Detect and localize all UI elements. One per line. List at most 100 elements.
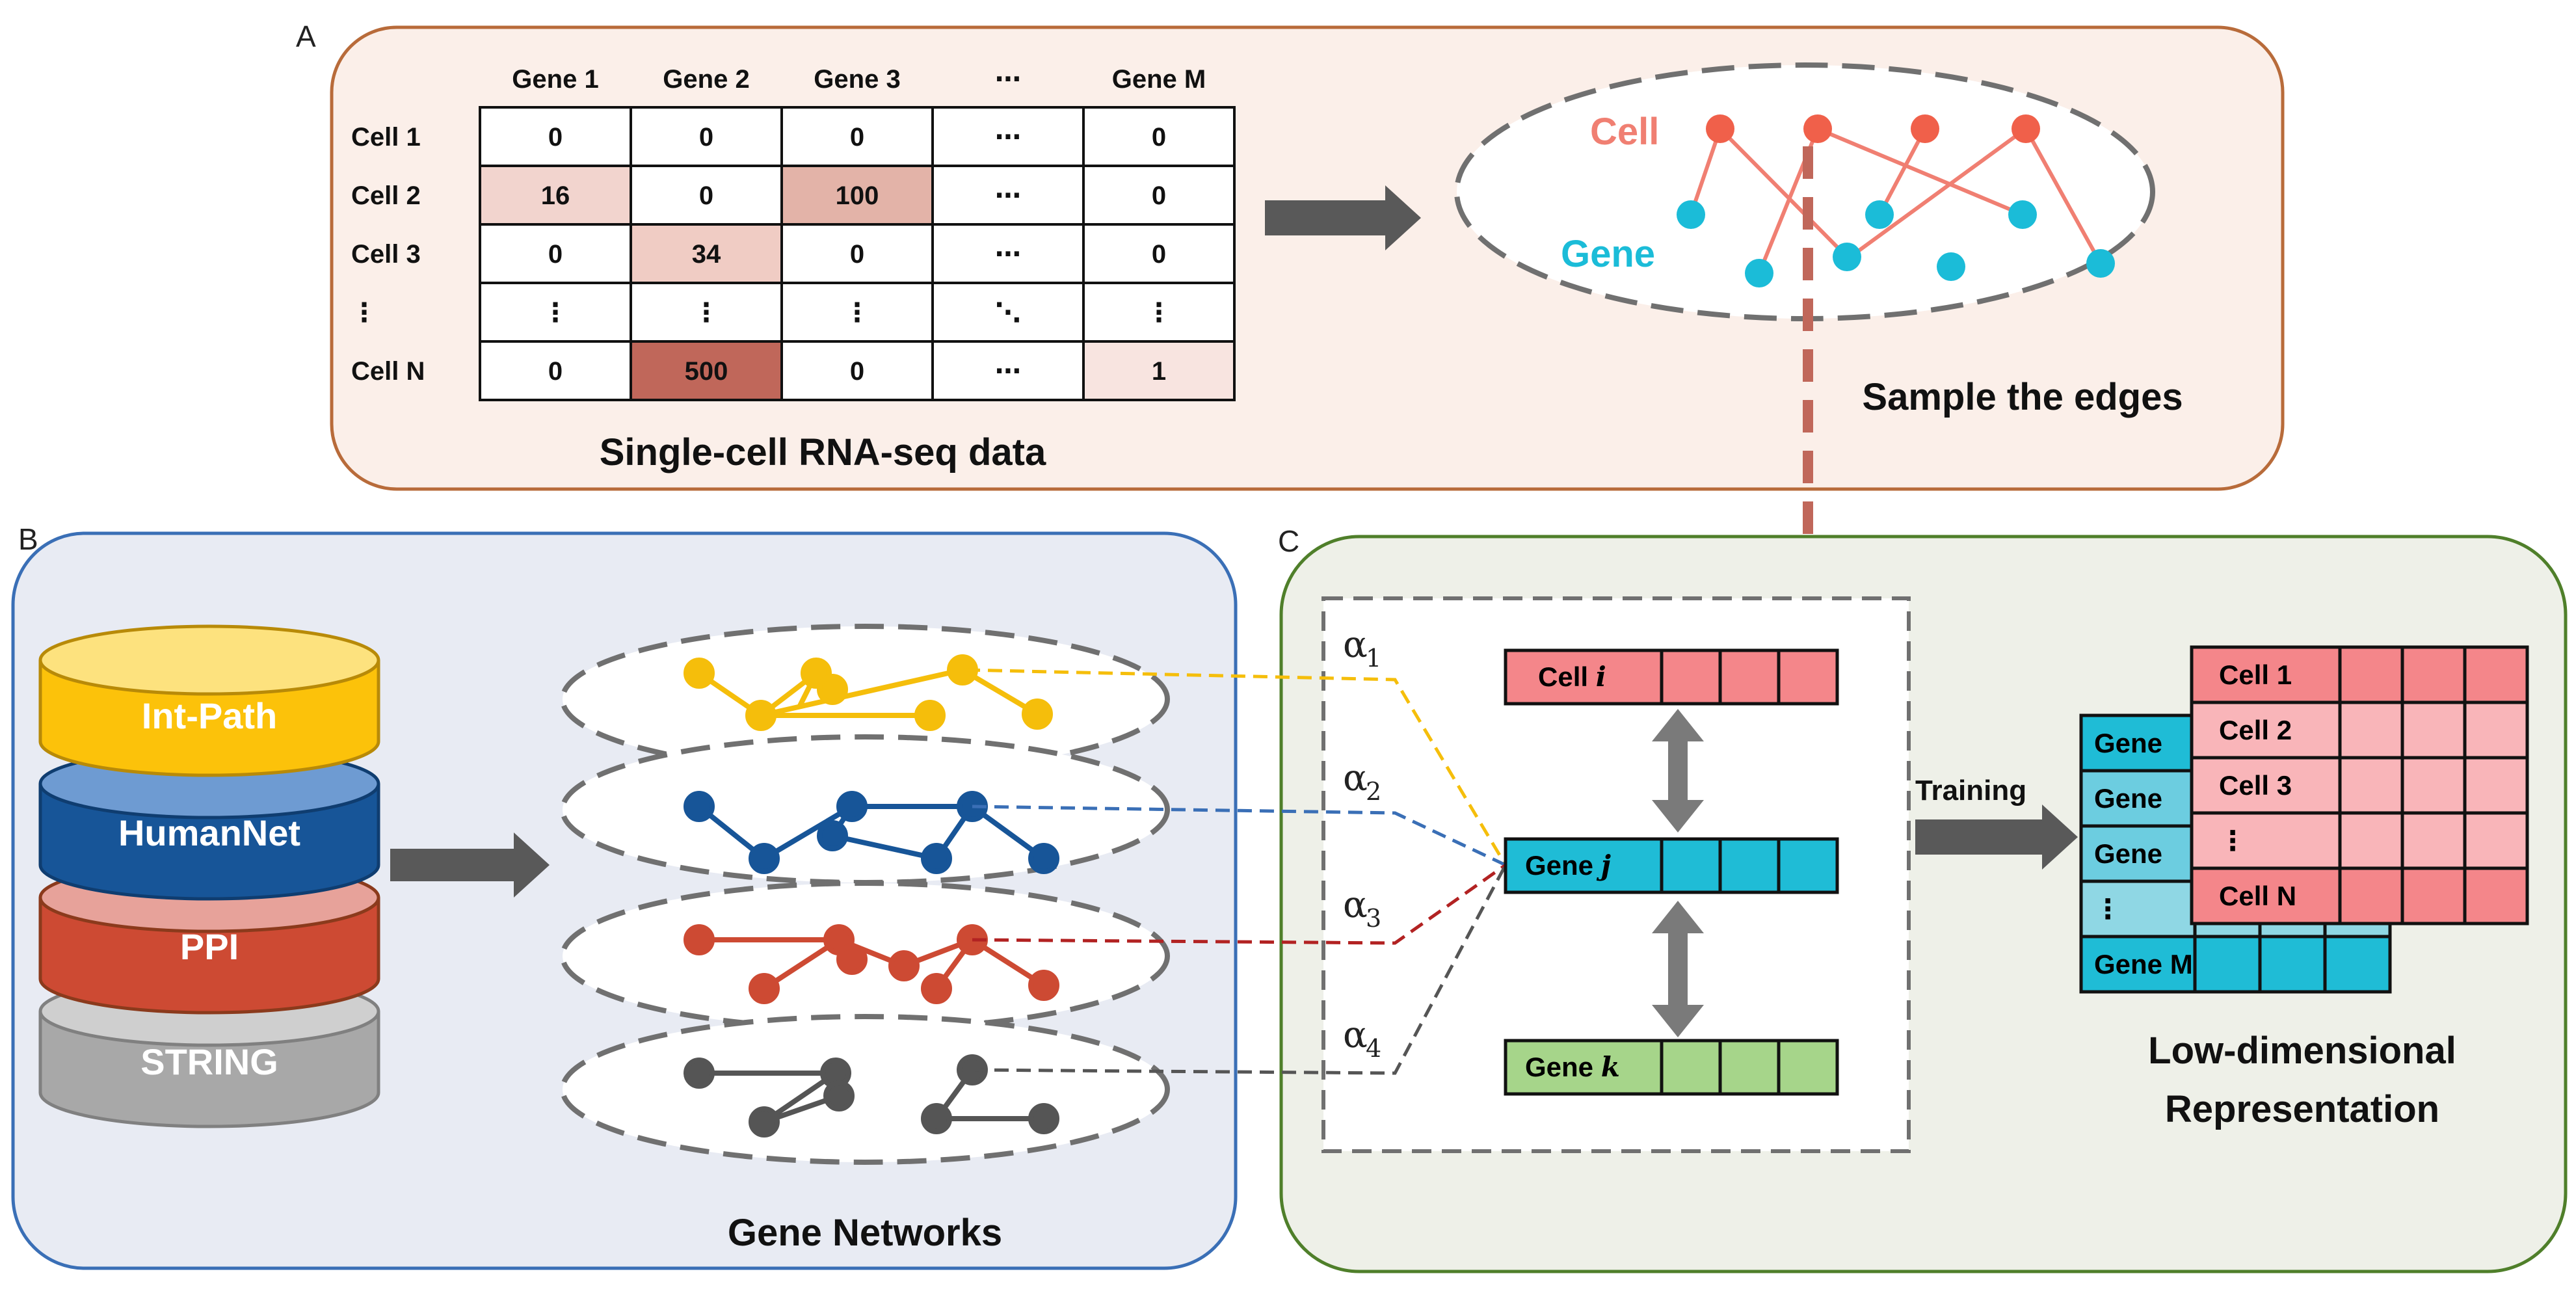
panel-a-letter: A xyxy=(296,20,316,53)
cell-matrix-cell xyxy=(2338,700,2404,760)
matrix-col-header: Gene 1 xyxy=(512,65,598,94)
cell-matrix-cell xyxy=(2338,645,2404,704)
db-to-network-arrow xyxy=(390,832,550,898)
cell-matrix-label-cell xyxy=(2190,866,2342,925)
matrix-cell-value: 0 xyxy=(850,123,864,152)
matrix-cell-value: 1 xyxy=(1152,357,1166,386)
matrix-cell-value: 16 xyxy=(541,181,570,210)
gene-matrix-label: ⋮ xyxy=(2094,894,2121,924)
sample-edges-label: Sample the edges xyxy=(1862,376,2183,418)
svg-text:4: 4 xyxy=(1366,1034,1381,1063)
db-ppi-label: PPI xyxy=(180,926,239,967)
gene-matrix-label-cell xyxy=(2079,879,2197,938)
matrix-row-header: ⋮ xyxy=(351,299,377,327)
cell-matrix-cell xyxy=(2338,756,2404,815)
representation-caption-line1: Low-dimensional xyxy=(2148,1030,2456,1072)
matrix-row-header: Cell N xyxy=(351,357,425,386)
matrix-cell-value: ⋮ xyxy=(542,299,568,327)
matrix-cell-value: ⋯ xyxy=(995,357,1021,386)
matrix-cell-value: 34 xyxy=(692,240,721,269)
matrix-cell xyxy=(630,223,783,284)
network-humannet xyxy=(684,791,1059,874)
matrix-col-header: Gene M xyxy=(1112,65,1206,94)
gene-matrix-label-cell xyxy=(2079,713,2197,773)
matrix-cell-value: 0 xyxy=(548,357,563,386)
gene-matrix-cell xyxy=(2323,935,2392,994)
cell-matrix-cell xyxy=(2338,866,2404,925)
cell-matrix-label-cell xyxy=(2190,756,2342,815)
cell-matrix-label: ⋮ xyxy=(2219,825,2246,856)
svg-text:α: α xyxy=(1343,624,1368,666)
gene-matrix-cell xyxy=(2258,935,2327,994)
matrix-cell xyxy=(780,223,934,284)
matrix-cell xyxy=(780,282,934,343)
matrix-col-header: Gene 2 xyxy=(663,65,749,94)
scrna-caption: Single-cell RNA-seq data xyxy=(600,431,1046,473)
matrix-cell-value: ⋯ xyxy=(995,240,1021,269)
matrix-cell-value: 0 xyxy=(548,240,563,269)
matrix-cell xyxy=(931,340,1085,401)
matrix-cell xyxy=(630,340,783,401)
matrix-cell xyxy=(780,106,934,167)
db-intpath-label: Int-Path xyxy=(142,695,277,736)
network-ppi xyxy=(684,924,1059,1004)
matrix-cell-value: 100 xyxy=(836,181,879,210)
cell-matrix-cell xyxy=(2463,811,2529,870)
gene-matrix-label: Gene xyxy=(2094,783,2162,814)
matrix-cell-value: ⋮ xyxy=(1146,299,1172,327)
matrix-cell xyxy=(479,282,632,343)
gene-k-embedding: Gene k xyxy=(1504,1039,1839,1096)
matrix-to-graph-arrow xyxy=(1265,185,1421,250)
cell-matrix-cell xyxy=(2400,756,2467,815)
cell-i-embedding: Cell i xyxy=(1504,648,1839,706)
cell-matrix-cell xyxy=(2463,700,2529,760)
cell-matrix-cell xyxy=(2463,645,2529,704)
svg-text:1: 1 xyxy=(1366,644,1381,672)
matrix-cell-value: 0 xyxy=(548,123,563,152)
svg-text:Gene j: Gene j xyxy=(1525,849,1611,881)
db-string-label: STRING xyxy=(140,1041,278,1082)
cell-matrix-cell xyxy=(2400,645,2467,704)
network-intpath xyxy=(684,654,1053,731)
matrix-cell xyxy=(1082,340,1236,401)
cell-matrix-label: Cell 3 xyxy=(2219,770,2292,801)
alpha-1: α1 xyxy=(1343,624,1381,672)
matrix-cell xyxy=(630,106,783,167)
alpha-4: α4 xyxy=(1343,1014,1381,1063)
matrix-cell-value: ⋮ xyxy=(844,299,870,327)
matrix-cell xyxy=(1082,282,1236,343)
panel-b-letter: B xyxy=(18,522,38,556)
matrix-cell xyxy=(931,165,1085,226)
alpha-2: α2 xyxy=(1343,757,1381,806)
matrix-cell xyxy=(479,340,632,401)
svg-text:α: α xyxy=(1343,1014,1368,1056)
matrix-cell-value: 0 xyxy=(699,181,713,210)
gene-matrix-label: Gene xyxy=(2094,838,2162,869)
matrix-cell xyxy=(630,282,783,343)
svg-text:α: α xyxy=(1343,884,1368,926)
cell-matrix-cell xyxy=(2463,866,2529,925)
svg-text:α: α xyxy=(1343,757,1368,799)
panel-c-letter: C xyxy=(1278,524,1299,558)
matrix-cell xyxy=(780,340,934,401)
matrix-cell-value: ⋱ xyxy=(995,299,1021,327)
gene-j-embedding: Gene j xyxy=(1504,837,1839,894)
svg-text:3: 3 xyxy=(1366,904,1381,933)
gene-matrix-label-cell xyxy=(2079,935,2197,994)
gene-gene-link-arrow xyxy=(1652,901,1704,1037)
cell-matrix-label: Cell 2 xyxy=(2219,715,2292,745)
matrix-cell xyxy=(1082,165,1236,226)
svg-text:Cell i: Cell i xyxy=(1538,661,1606,693)
db-humannet-label: HumanNet xyxy=(118,812,300,853)
training-label: Training xyxy=(1915,775,2026,806)
matrix-cell xyxy=(1082,223,1236,284)
gene-matrix-label: Gene M xyxy=(2094,949,2193,979)
panel-c: C α1 α2 α3 α4 Cell i Ge xyxy=(965,524,2568,1273)
cell-matrix-label-cell xyxy=(2190,811,2342,870)
cell-matrix-label-cell xyxy=(2190,700,2342,760)
svg-text:2: 2 xyxy=(1366,777,1381,806)
gene-networks-caption: Gene Networks xyxy=(728,1212,1002,1254)
